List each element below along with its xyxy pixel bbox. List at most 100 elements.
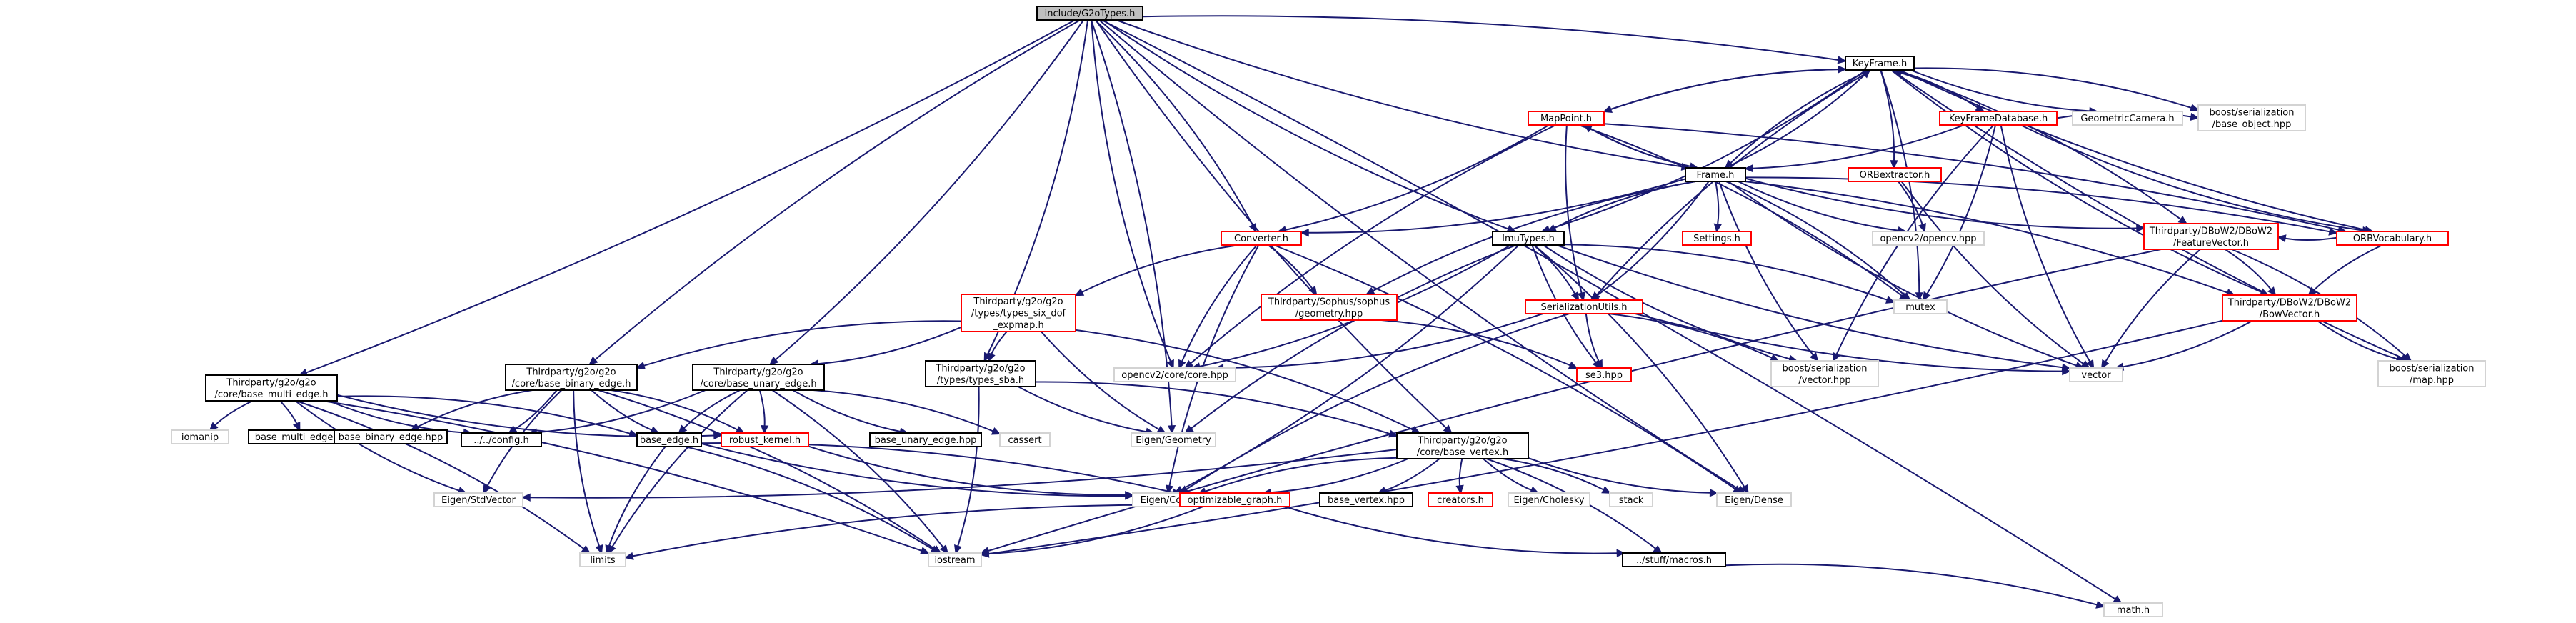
edge-typessba-to-basevertex — [1035, 381, 1398, 438]
node-orbvoc[interactable]: ORBVocabulary.h — [2336, 231, 2449, 246]
edge-line — [279, 400, 298, 424]
node-robust[interactable]: robust_kernel.h — [721, 432, 809, 447]
edge-line — [632, 504, 1181, 557]
node-sixdof[interactable]: Thirdparty/g2o/g2o/types/types_six_dof_e… — [961, 294, 1076, 332]
edge-basevertex-to-eigendense — [1528, 457, 1719, 497]
node-label: /BowVector.h — [2260, 309, 2320, 320]
node-opencvcore: opencv2/core/core.hpp — [1113, 367, 1236, 382]
edge-macros-to-mathh — [1725, 563, 2105, 609]
edge-line — [2313, 244, 2383, 291]
edge-arrowhead — [2267, 286, 2277, 296]
node-eigengeom: Eigen/Geometry — [1131, 432, 1216, 447]
node-g2o[interactable]: include/G2oTypes.h — [1036, 6, 1143, 21]
edge-arrowhead — [1810, 352, 1819, 362]
node-label: iomanip — [181, 432, 219, 443]
edge-line — [808, 445, 1126, 496]
node-serutils[interactable]: SerializationUtils.h — [1525, 299, 1643, 314]
edge-line — [792, 389, 901, 432]
node-label: cassert — [1008, 435, 1041, 446]
node-binaryedge[interactable]: Thirdparty/g2o/g2o/core/base_binary_edge… — [505, 364, 638, 391]
edge-arrowhead — [624, 552, 634, 560]
node-frame[interactable]: Frame.h — [1685, 167, 1746, 182]
edge-line — [643, 320, 962, 367]
edge-arrowhead — [1709, 489, 1719, 497]
edge-g2o-to-binaryedge — [588, 19, 1081, 366]
edge-featvec-to-bowvec — [2225, 249, 2277, 296]
node-creators[interactable]: creators.h — [1428, 492, 1493, 507]
edge-arrowhead — [1595, 359, 1603, 369]
node-box — [2336, 231, 2449, 246]
node-basevertexhpp[interactable]: base_vertex.hpp — [1319, 492, 1413, 507]
node-label: Eigen/Geometry — [1136, 435, 1211, 446]
node-label: GeometricCamera.h — [2080, 114, 2174, 124]
node-label: Thirdparty/DBoW2/DBoW2 — [2149, 226, 2272, 236]
node-label: /types/types_six_dof — [971, 309, 1066, 319]
node-label: ../../config.h — [473, 435, 528, 446]
edge-arrowhead — [581, 545, 591, 554]
edge-mappoint-to-frame — [1583, 124, 1699, 171]
node-optgraph[interactable]: optimizable_graph.h — [1179, 492, 1290, 507]
node-sophus[interactable]: Thirdparty/Sophus/sophus/geometry.hpp — [1261, 294, 1398, 321]
node-box — [928, 552, 982, 567]
edge-line — [598, 389, 936, 550]
node-macros[interactable]: ../stuff/macros.h — [1622, 552, 1726, 567]
node-imutypes[interactable]: ImuTypes.h — [1492, 231, 1565, 246]
node-typessba[interactable]: Thirdparty/g2o/g2o/types/types_sba.h — [925, 360, 1036, 387]
edge-arrowhead — [2177, 216, 2188, 225]
node-baseedge[interactable]: base_edge.h — [636, 432, 702, 447]
edge-line — [1548, 69, 1867, 230]
node-label: /core/base_unary_edge.h — [700, 379, 816, 389]
edge-line — [1271, 458, 1409, 494]
node-featvec[interactable]: Thirdparty/DBoW2/DBoW2/FeatureVector.h — [2143, 223, 2279, 250]
edge-line — [2020, 124, 2364, 231]
edge-line — [1102, 19, 1509, 230]
node-label: limits — [590, 555, 616, 566]
edge-keyframe-to-orbextractor — [1880, 69, 1898, 169]
node-unaryedge[interactable]: Thirdparty/g2o/g2o/core/base_unary_edge.… — [692, 364, 825, 391]
node-keyframe[interactable]: KeyFrame.h — [1845, 56, 1915, 71]
edge-orbvoc-to-bowvec — [2307, 244, 2383, 296]
edge-multiedge-to-eigenstd — [294, 400, 468, 494]
node-cassert: cassert — [999, 432, 1051, 447]
node-box — [1492, 231, 1565, 246]
node-box — [1036, 6, 1143, 21]
node-box — [1528, 111, 1605, 126]
edge-line — [1910, 69, 2090, 112]
node-label: include/G2oTypes.h — [1045, 9, 1136, 19]
node-label: _expmap.h — [992, 320, 1043, 331]
node-unaryedgehpp[interactable]: base_unary_edge.hpp — [869, 432, 982, 447]
node-label: /map.hpp — [2410, 375, 2454, 386]
edge-line — [988, 319, 2223, 555]
node-multiedgehpp[interactable]: base_multi_edge.hpp — [248, 429, 361, 444]
node-label: /base_object.hpp — [2212, 119, 2292, 130]
node-converter[interactable]: Converter.h — [1221, 231, 1302, 246]
edge-unaryedge-to-limits — [608, 389, 748, 554]
edge-line — [1728, 181, 2077, 367]
node-basevertex[interactable]: Thirdparty/g2o/g2o/core/base_vertex.h — [1396, 432, 1529, 459]
node-settings[interactable]: Settings.h — [1682, 231, 1752, 246]
node-box — [1893, 299, 1948, 314]
edge-line — [214, 400, 254, 426]
node-box — [2197, 104, 2306, 131]
node-box — [1716, 492, 1792, 507]
node-mappoint[interactable]: MapPoint.h — [1528, 111, 1605, 126]
node-opencvhpp: opencv2/opencv.hpp — [1872, 231, 1985, 246]
node-config[interactable]: ../../config.h — [461, 432, 542, 447]
node-bowvec[interactable]: Thirdparty/DBoW2/DBoW2/BowVector.h — [2222, 294, 2357, 322]
node-box — [1872, 231, 1985, 246]
edge-line — [1533, 244, 1745, 488]
node-orbextractor[interactable]: ORBextractor.h — [1848, 167, 1942, 182]
node-label: Thirdparty/g2o/g2o — [973, 296, 1063, 307]
node-binaryedgehpp[interactable]: base_binary_edge.hpp — [334, 429, 448, 444]
edge-bowvec-to-boostmap — [2317, 320, 2405, 363]
node-label: ORBVocabulary.h — [2353, 234, 2432, 244]
node-label: Eigen/StdVector — [441, 495, 516, 506]
node-kfdb[interactable]: KeyFrameDatabase.h — [1939, 111, 2058, 126]
node-multiedge[interactable]: Thirdparty/g2o/g2o/core/base_multi_edge.… — [205, 374, 338, 402]
node-label: vector — [2081, 370, 2111, 381]
node-se3[interactable]: se3.hpp — [1576, 367, 1632, 382]
edge-g2o-to-keyframe — [1142, 15, 1847, 64]
node-label: /vector.hpp — [1798, 375, 1850, 386]
edge-line — [991, 331, 1008, 355]
edge-arrowhead — [713, 431, 723, 440]
